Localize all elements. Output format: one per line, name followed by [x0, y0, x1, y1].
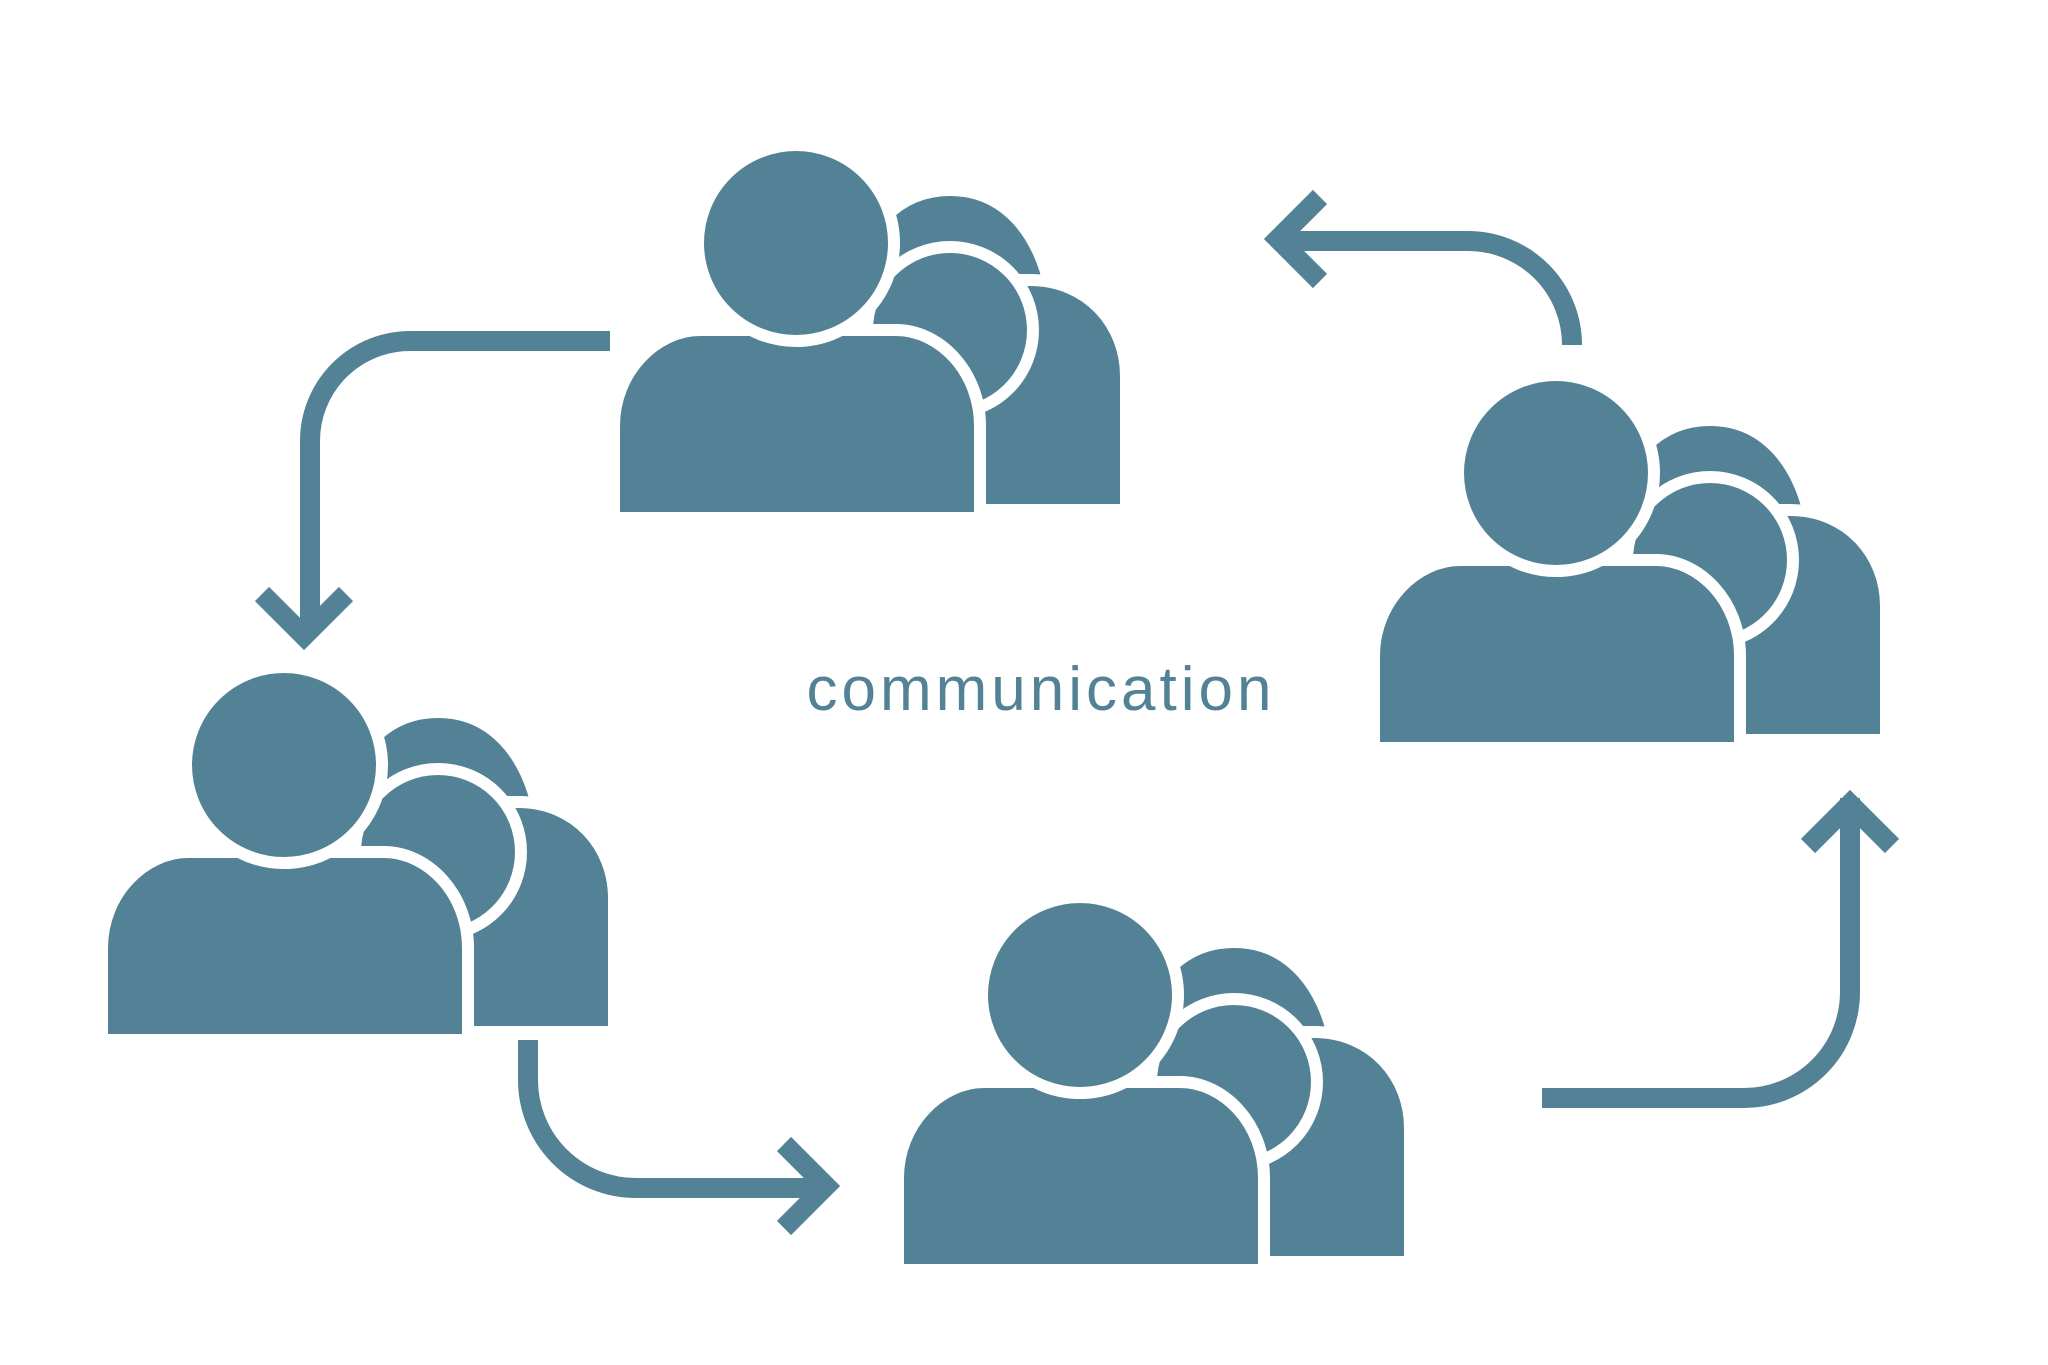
- arrowhead-up-icon: [1800, 789, 1900, 854]
- curved-arrow-icon: [1542, 798, 1860, 1108]
- arrowhead-right-icon: [776, 1136, 841, 1236]
- people-pair-icon: [102, 667, 614, 1040]
- people-pair-icon: [1374, 375, 1886, 748]
- curved-arrow-icon: [518, 1040, 828, 1198]
- arrow-left-to-bottom: [518, 1040, 841, 1236]
- people-group-right: [1374, 375, 1886, 748]
- arrow-bottom-to-right: [1542, 789, 1900, 1108]
- people-group-bottom: [898, 897, 1410, 1270]
- people-group-top: [614, 145, 1126, 518]
- arrow-top-to-left: [254, 331, 610, 651]
- arrow-right-to-top: [1263, 189, 1582, 346]
- people-pair-icon: [898, 897, 1410, 1270]
- arrowhead-down-icon: [254, 586, 354, 651]
- curved-arrow-icon: [1276, 231, 1582, 346]
- arrowhead-left-icon: [1263, 189, 1328, 289]
- center-label: communication: [807, 655, 1276, 724]
- people-group-left: [102, 667, 614, 1040]
- people-pair-icon: [614, 145, 1126, 518]
- curved-arrow-icon: [300, 331, 610, 632]
